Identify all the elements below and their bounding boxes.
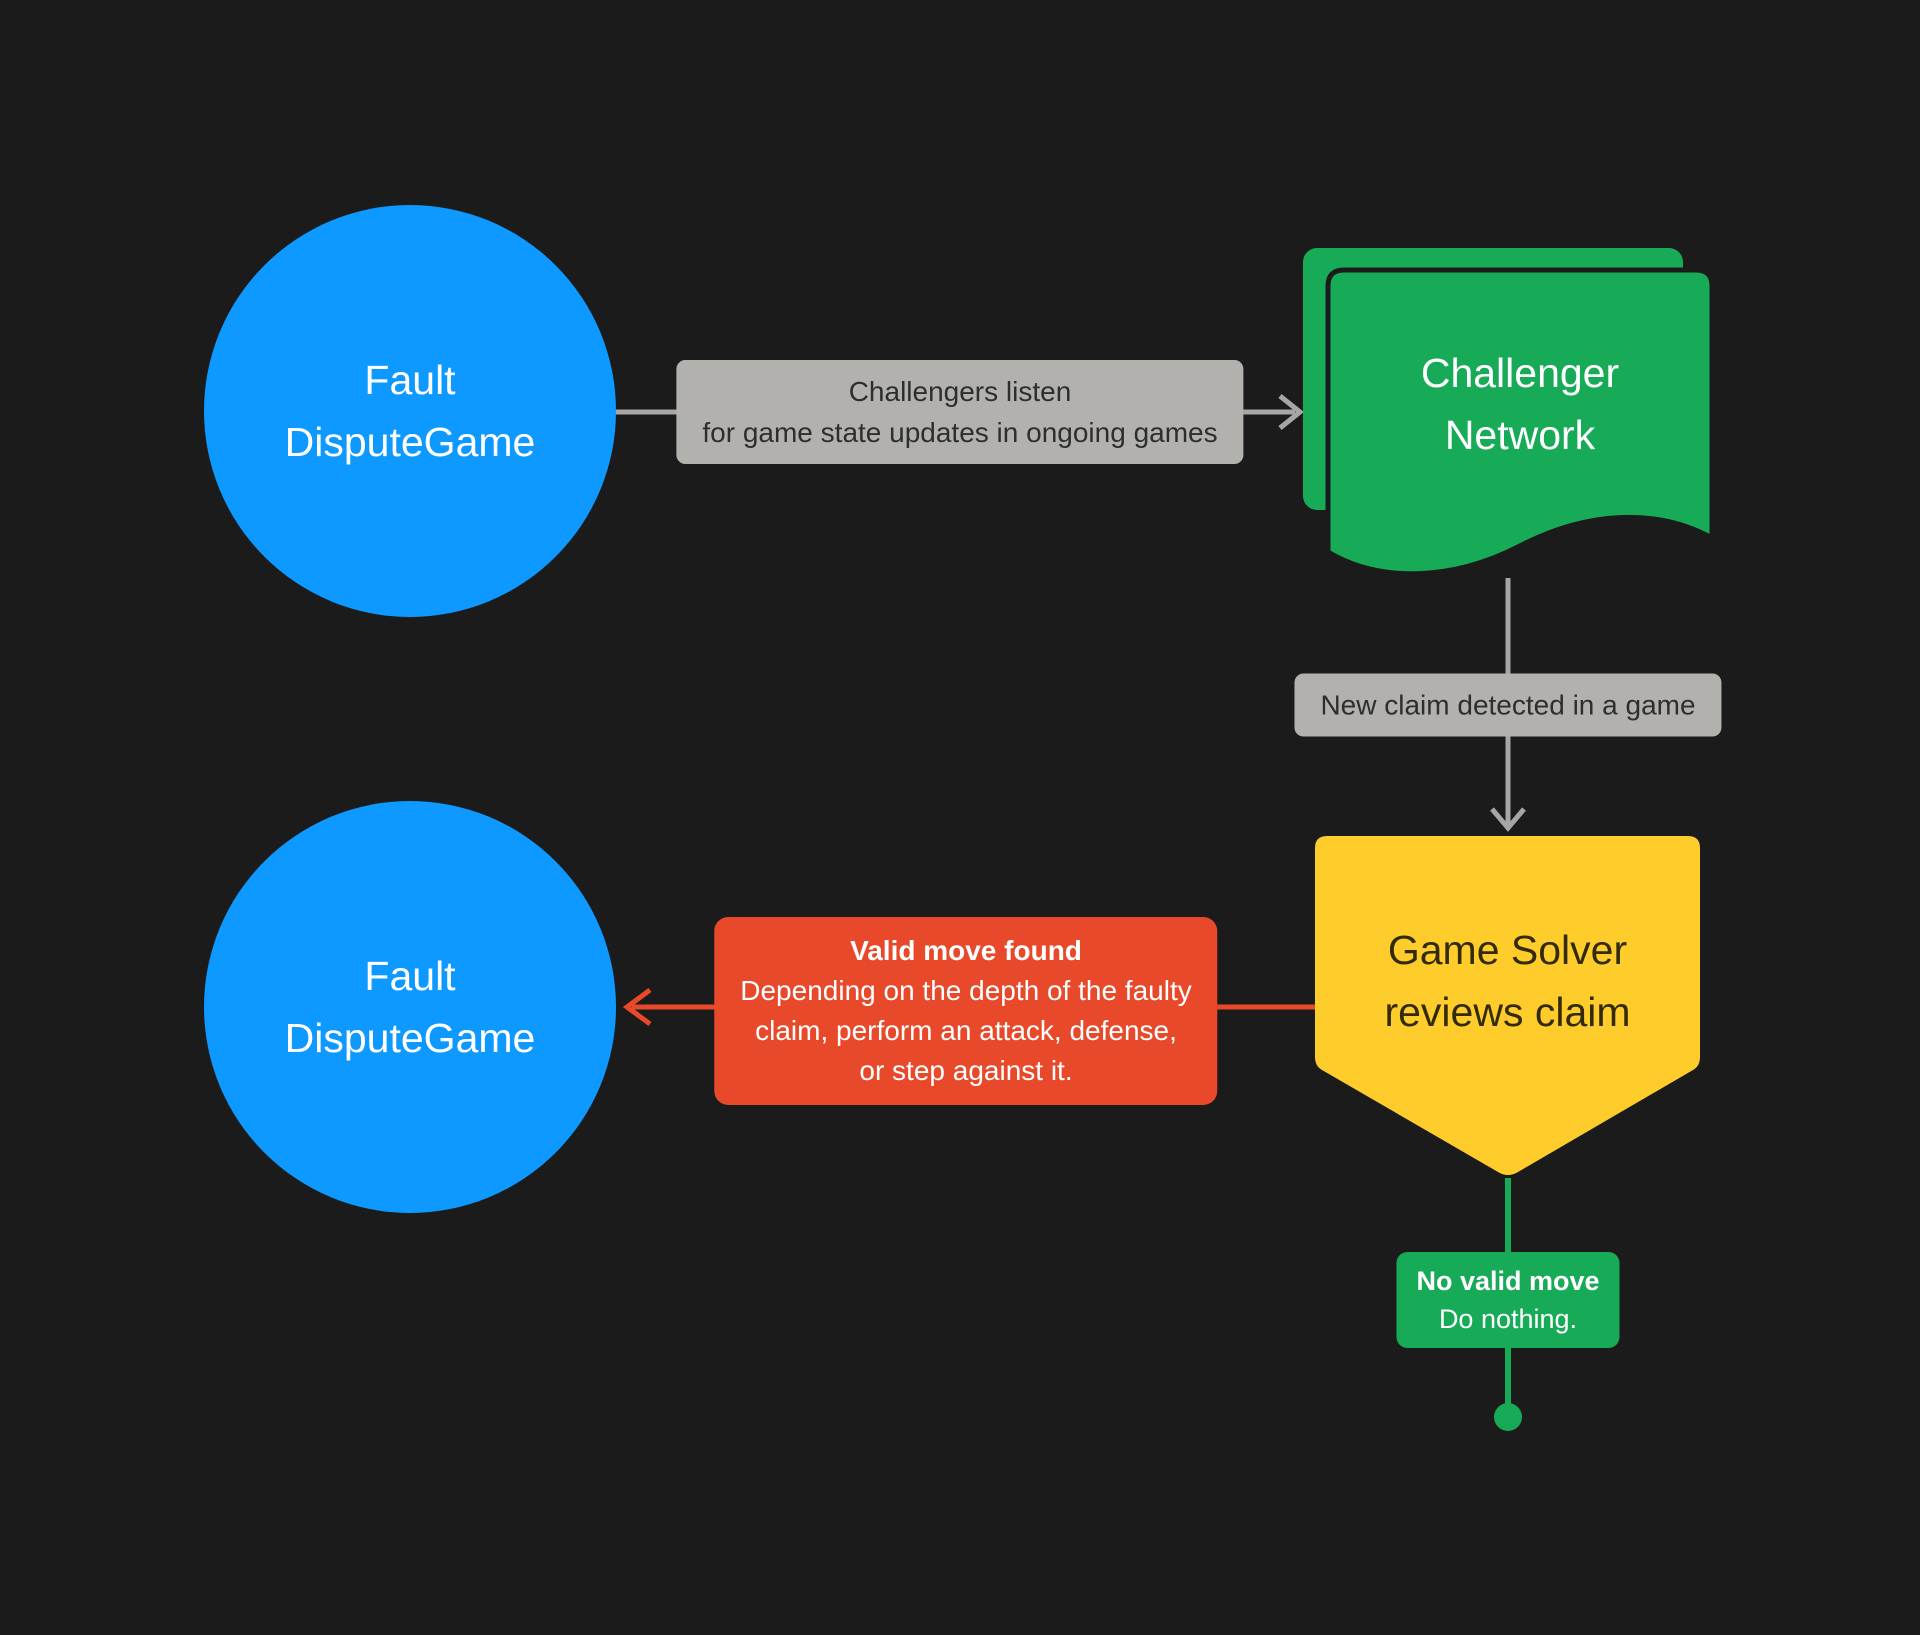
listen-edge-label-line2: for game state updates in ongoing games <box>702 417 1218 448</box>
arrowhead-down-icon <box>1490 807 1526 832</box>
valid-move-body-line1: Depending on the depth of the faulty <box>740 975 1192 1006</box>
no-valid-move-callout: No valid move Do nothing. <box>1396 1252 1620 1348</box>
arrowhead-right-icon <box>1278 394 1305 430</box>
listen-edge-label-line1: Challengers listen <box>848 376 1072 407</box>
terminal-dot-icon <box>1494 1403 1522 1431</box>
node-game-solver-pentagon <box>1315 836 1700 1175</box>
new-claim-edge-label-text: New claim detected in a game <box>1320 689 1696 721</box>
no-valid-move-title: No valid move <box>1416 1266 1600 1296</box>
valid-move-body-line2: claim, perform an attack, defense, <box>755 1015 1177 1046</box>
listen-edge-label: Challengers listen for game state update… <box>676 360 1244 464</box>
node-fault-dispute-game-top <box>204 205 616 617</box>
no-valid-move-body: Do nothing. <box>1438 1304 1578 1334</box>
arrowhead-left-icon <box>622 987 652 1027</box>
new-claim-edge-label: New claim detected in a game <box>1294 673 1722 737</box>
valid-move-callout: Valid move found Depending on the depth … <box>714 917 1218 1105</box>
node-fault-dispute-game-bottom <box>204 801 616 1213</box>
valid-move-body-line3: or step against it. <box>859 1055 1073 1086</box>
node-challenger-network-document <box>1325 267 1715 577</box>
valid-move-title: Valid move found <box>850 935 1082 966</box>
